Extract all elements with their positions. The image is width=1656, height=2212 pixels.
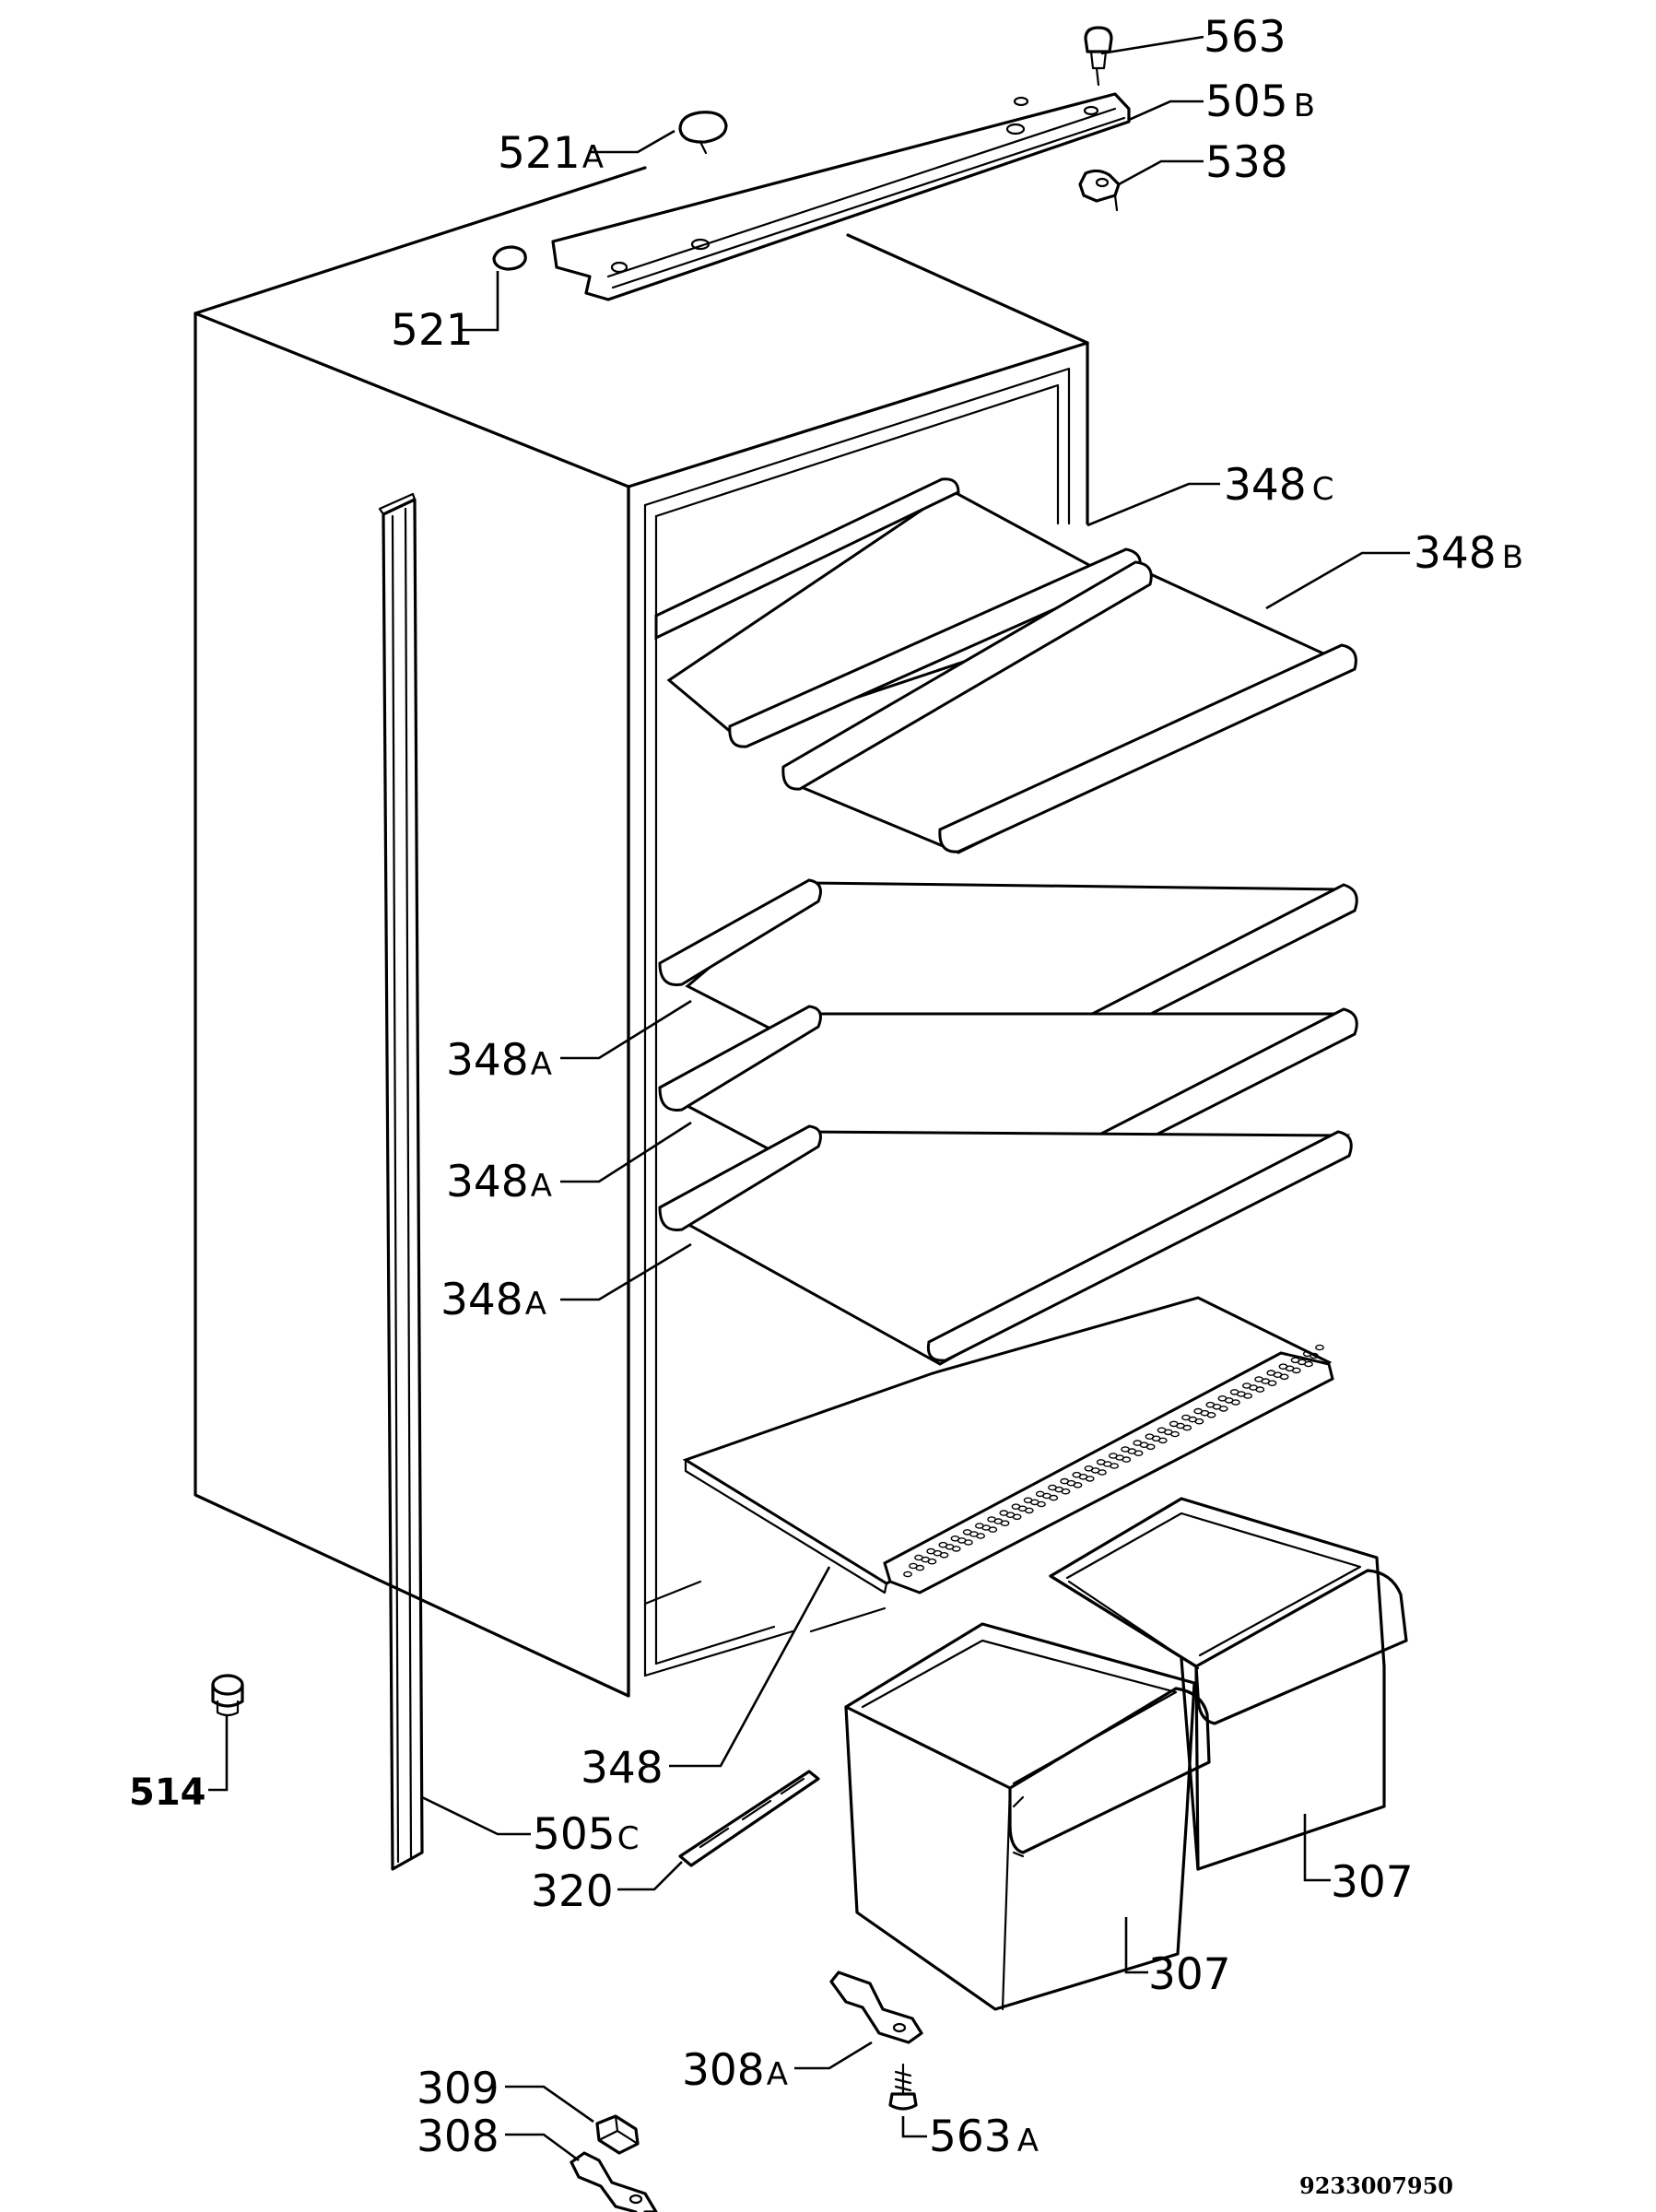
perforation-hole: [1290, 1357, 1300, 1364]
perforation-hole: [1048, 1484, 1057, 1491]
perforation-hole: [1157, 1427, 1167, 1434]
perforation-hole: [1169, 1420, 1179, 1428]
hinge-pin-538: [1078, 169, 1121, 212]
cabinet: [194, 166, 1089, 1698]
perforation-hole: [950, 1535, 960, 1542]
perforation-hole: [1229, 1389, 1239, 1395]
shelf-348c: [654, 477, 1156, 748]
shelf-348b: [781, 560, 1357, 854]
perforation-hole: [1315, 1344, 1324, 1351]
perforation-hole: [987, 1516, 997, 1523]
label-348a-2: 348A: [446, 1157, 552, 1207]
drawer-307-left: [844, 1622, 1211, 2011]
label-308: 308: [417, 2112, 499, 2162]
cap-521a: [678, 111, 728, 155]
perforation-hole: [1023, 1497, 1033, 1504]
perforation-hole: [1242, 1382, 1251, 1389]
foot-514: [211, 1674, 244, 1717]
screw-563-top: [1084, 26, 1113, 87]
door-seal-strip: [378, 492, 424, 1871]
perforation-hole: [1109, 1453, 1118, 1459]
label-521a: 521A: [498, 128, 604, 179]
label-348: 348: [581, 1743, 664, 1794]
perforation-hole: [909, 1562, 918, 1570]
perforation-hole: [1217, 1395, 1227, 1402]
reference-number: 9233007950: [1299, 2172, 1453, 2199]
perforation-hole: [1266, 1370, 1276, 1376]
top-hinge-plate: [551, 92, 1131, 301]
perforation-hole: [1121, 1446, 1131, 1453]
bracket-308a: [829, 1971, 923, 2044]
perforation-hole: [1193, 1407, 1204, 1415]
perforation-hole: [1205, 1401, 1216, 1408]
label-308a: 308A: [682, 2045, 788, 2096]
perforation-hole: [975, 1523, 984, 1529]
leader-lines: [208, 35, 1410, 2162]
cap-521: [492, 245, 527, 271]
label-309: 309: [417, 2064, 499, 2114]
label-505c: 505C: [533, 1809, 639, 1860]
perforation-hole: [962, 1529, 972, 1535]
perforation-hole: [1060, 1477, 1070, 1485]
perforation-hole: [1096, 1459, 1106, 1465]
perforation-hole: [903, 1571, 912, 1578]
perforation-hole: [1011, 1503, 1021, 1510]
perforation-hole: [1072, 1471, 1082, 1478]
shelf-348a-3: [658, 1124, 1353, 1366]
label-348a-1: 348A: [446, 1035, 552, 1086]
perforation-hole: [926, 1547, 936, 1555]
perforation-hole: [1302, 1350, 1312, 1358]
perforation-hole: [1278, 1363, 1288, 1370]
rail-320: [678, 1770, 820, 1867]
label-538: 538: [1205, 137, 1288, 188]
part-309: [595, 2114, 640, 2155]
perforation-hole: [1181, 1414, 1191, 1421]
perforation-hole: [1145, 1433, 1155, 1440]
label-563-top: 563: [1204, 12, 1286, 63]
bracket-308: [570, 2151, 658, 2212]
perforation-hole: [1035, 1490, 1045, 1498]
perforation-hole: [1254, 1376, 1264, 1382]
label-348a-3: 348A: [440, 1275, 546, 1325]
shelf-348-bottom: [682, 1296, 1334, 1594]
perforation-hole: [1084, 1465, 1094, 1472]
label-307-left: 307: [1148, 1949, 1231, 2000]
perforation-hole: [938, 1541, 948, 1548]
screw-563a: [888, 2063, 918, 2111]
label-307-right: 307: [1331, 1857, 1414, 1908]
label-320: 320: [531, 1866, 614, 1917]
label-521: 521: [391, 305, 474, 356]
perforation-hole: [999, 1510, 1009, 1516]
perforation-hole: [1133, 1440, 1143, 1446]
label-514: 514: [129, 1771, 206, 1814]
perforation-hole: [914, 1554, 923, 1561]
